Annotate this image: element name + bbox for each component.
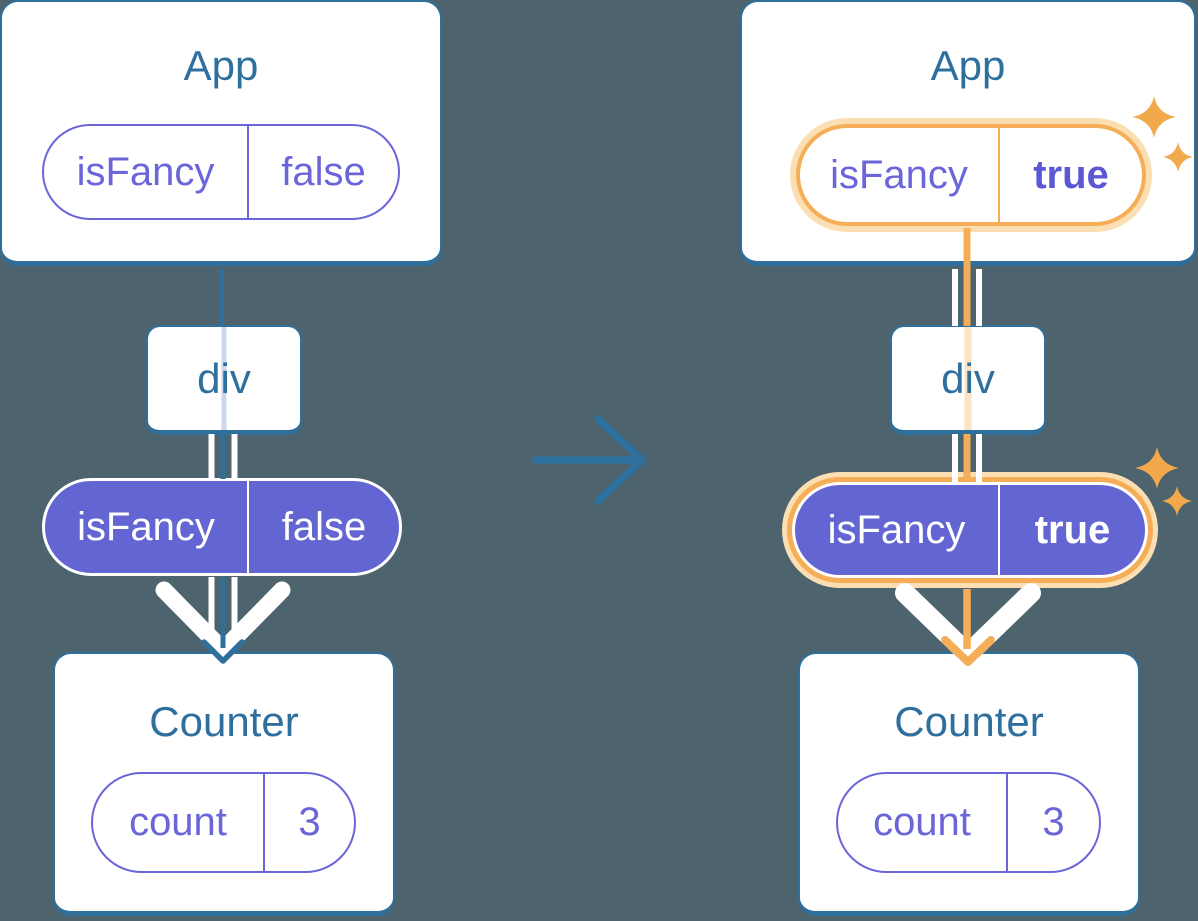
sparkle-icon <box>1135 447 1179 489</box>
left-div-pill-connector <box>208 434 238 479</box>
state-value-label: 3 <box>1042 800 1065 844</box>
right-counter-state-pill: count 3 <box>836 772 1101 873</box>
prop-name-label: isFancy <box>44 126 249 218</box>
arrow-head <box>594 415 646 505</box>
prop-value-label: true <box>1034 507 1111 552</box>
prop-value-label: true <box>1033 152 1109 197</box>
left-app-title: App <box>183 42 259 89</box>
state-value-label: 3 <box>298 800 321 844</box>
white-chevron <box>895 583 1041 664</box>
left-passed-prop-pill: isFancy false <box>42 478 402 576</box>
right-app-title: App <box>930 42 1006 89</box>
right-passed-prop-pill-highlighted: isFancy true <box>792 482 1148 578</box>
state-name-label: count <box>93 774 265 871</box>
white-chevron <box>155 581 291 659</box>
left-counter-title: Counter <box>149 698 299 745</box>
left-pill-counter-arrow <box>155 577 291 664</box>
passed-pill-sparkles <box>1135 447 1192 516</box>
left-div-inner-line <box>221 327 227 430</box>
right-div-pill-connector <box>952 434 982 482</box>
right-arrow-icon <box>532 415 646 505</box>
left-app-card: App isFancy false <box>0 0 442 266</box>
left-counter-state-pill: count 3 <box>91 772 356 873</box>
left-counter-card: Counter count 3 <box>53 652 395 916</box>
right-div-inner-line <box>964 327 972 430</box>
prop-name-label: isFancy <box>800 128 1000 222</box>
state-name-label: count <box>838 774 1008 871</box>
left-app-prop-pill: isFancy false <box>42 124 400 220</box>
right-div-node: div <box>890 325 1046 435</box>
prop-value-label: false <box>281 504 367 549</box>
right-div-label: div <box>941 354 995 402</box>
prop-value-label: false <box>281 149 366 194</box>
left-div-node: div <box>146 325 302 435</box>
right-app-prop-pill-highlighted: isFancy true <box>796 124 1146 226</box>
right-counter-card: Counter count 3 <box>798 652 1140 916</box>
left-div-label: div <box>197 354 251 402</box>
right-app-card: App isFancy true <box>740 0 1196 266</box>
sparkle-icon <box>1162 486 1192 516</box>
prop-name-label: isFancy <box>795 485 1000 575</box>
right-counter-title: Counter <box>894 698 1044 745</box>
prop-name-label: isFancy <box>45 481 249 573</box>
